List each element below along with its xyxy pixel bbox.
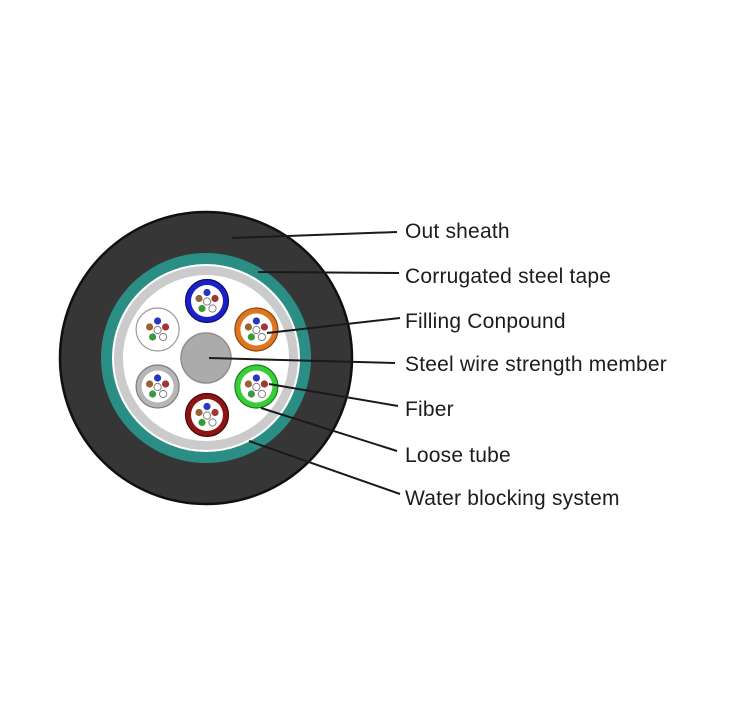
fiber-dot-brown <box>244 323 252 331</box>
loose-tube-maroon <box>184 392 230 438</box>
fiber-dot-brown <box>146 380 154 388</box>
label-filling-conpound: Filling Conpound <box>405 310 566 333</box>
fiber-dot-brown <box>146 323 154 331</box>
label-steel-wire-member: Steel wire strength member <box>405 353 667 376</box>
fiber-dot-brown <box>244 380 252 388</box>
leader-line-steel-wire-member <box>208 357 396 364</box>
label-corrugated-steel-tape: Corrugated steel tape <box>405 265 612 288</box>
fiber-dot-red <box>211 408 219 417</box>
fiber-dot-green <box>247 333 255 341</box>
label-water-blocking-system: Water blocking system <box>405 487 620 510</box>
leader-lines <box>208 231 401 495</box>
leader-line-filling-conpound <box>266 317 401 334</box>
fiber-dot-red <box>162 380 170 388</box>
fiber-dot-white <box>159 389 168 399</box>
label-fiber: Fiber <box>405 398 454 421</box>
fiber-dot-green <box>198 304 206 313</box>
fiber-dot-green <box>149 390 157 398</box>
leader-line-corrugated-steel-tape <box>257 271 400 274</box>
fiber-dot-white <box>257 389 266 399</box>
fiber-dot-green <box>247 390 255 398</box>
loose-tube-white <box>135 307 180 352</box>
fiber-dot-blue <box>154 374 162 382</box>
loose-tube-blue <box>184 278 230 324</box>
leader-line-out-sheath <box>231 231 398 239</box>
label-out-sheath: Out sheath <box>405 220 510 243</box>
fiber-dot-white <box>153 325 162 335</box>
fiber-dot-white <box>202 297 212 306</box>
leader-line-water-blocking <box>248 440 401 495</box>
fiber-dot-white <box>208 304 217 313</box>
fiber-dot-white <box>252 325 261 335</box>
leader-line-fiber <box>268 383 399 407</box>
label-loose-tube: Loose tube <box>405 444 511 467</box>
fiber-dot-blue <box>203 402 211 411</box>
fiber-dot-white <box>257 332 266 342</box>
fiber-dot-red <box>211 294 219 303</box>
leader-line-loose-tube <box>260 407 398 452</box>
fiber-dot-blue <box>252 317 260 325</box>
fiber-dot-white <box>159 332 168 342</box>
out-sheath-edge <box>58 210 354 506</box>
fiber-dot-white <box>208 418 217 427</box>
loose-tube-orange <box>234 307 279 352</box>
fiber-dot-blue <box>154 317 162 325</box>
fiber-dot-red <box>260 380 268 388</box>
fiber-dot-red <box>260 323 268 331</box>
fiber-dot-white <box>153 382 162 392</box>
fiber-dot-white <box>252 382 261 392</box>
fiber-dot-blue <box>252 374 260 382</box>
loose-tubes-layer <box>135 278 279 438</box>
fiber-dot-red <box>162 323 170 331</box>
loose-tube-gray <box>135 364 180 409</box>
fiber-dot-white <box>202 411 212 420</box>
fiber-dot-green <box>198 418 206 427</box>
fiber-dot-blue <box>203 288 211 297</box>
fiber-dot-brown <box>195 294 203 303</box>
loose-tube-green <box>234 364 279 409</box>
fiber-dot-brown <box>195 408 203 417</box>
fiber-dot-green <box>149 333 157 341</box>
